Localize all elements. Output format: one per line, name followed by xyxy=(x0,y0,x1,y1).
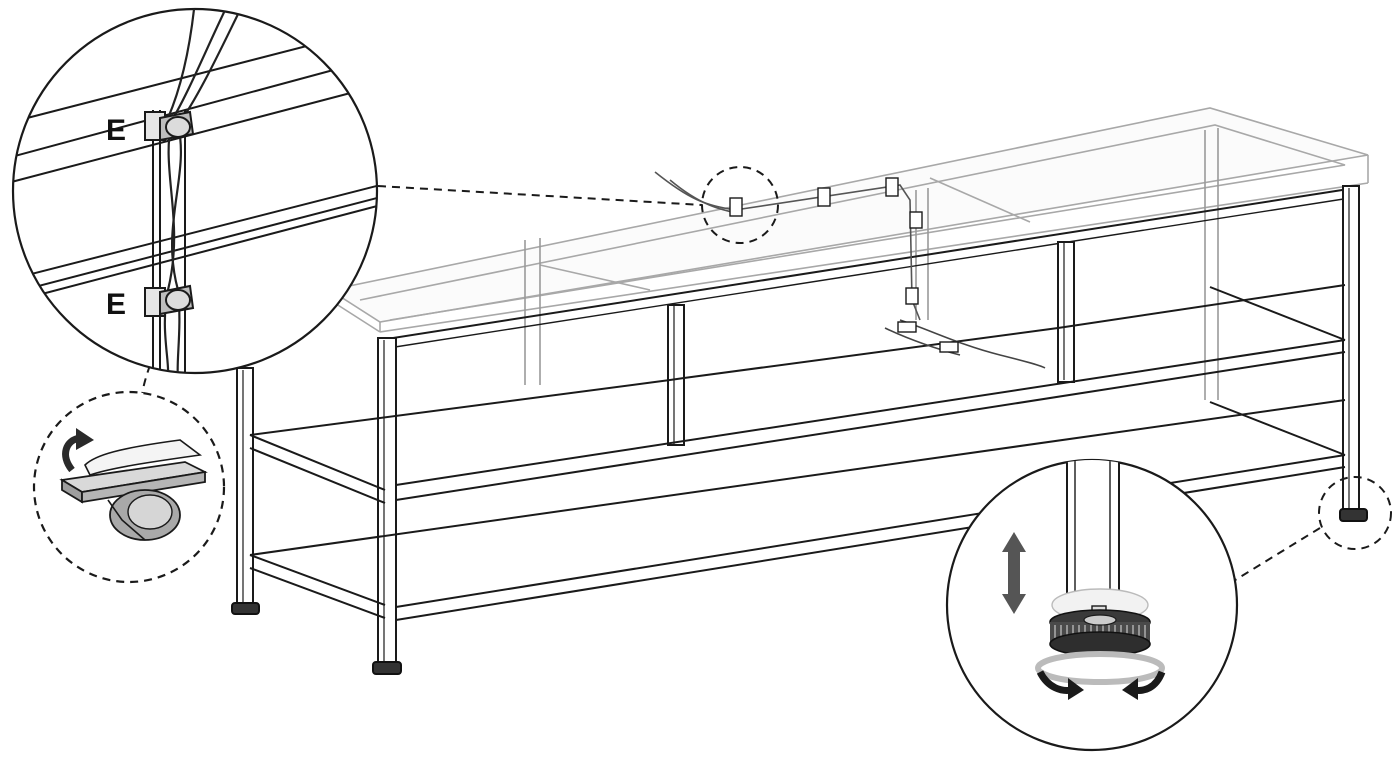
routed-cables xyxy=(654,171,1046,369)
up-down-arrow-icon xyxy=(1002,532,1026,614)
detail-adhesive-clip xyxy=(32,390,226,584)
rotate-arrows-icon xyxy=(1036,670,1166,700)
front-top-rail xyxy=(379,187,1356,341)
detail-cable-clips: E E xyxy=(11,7,379,375)
tv-stand xyxy=(231,107,1392,675)
callout-marker-foot xyxy=(1318,476,1392,550)
glass-top xyxy=(327,107,1369,400)
inner-uprights xyxy=(667,241,1075,446)
part-label-e-upper: E xyxy=(106,114,126,147)
feet xyxy=(231,508,1368,675)
detail-leveling-foot xyxy=(945,458,1239,752)
clip-e-lower xyxy=(144,284,195,317)
middle-shelf xyxy=(249,284,1346,504)
curved-arrow-icon xyxy=(62,428,94,473)
part-label-e-lower: E xyxy=(106,288,126,321)
bottom-shelf xyxy=(249,399,1346,621)
clip-e-upper xyxy=(144,110,195,142)
